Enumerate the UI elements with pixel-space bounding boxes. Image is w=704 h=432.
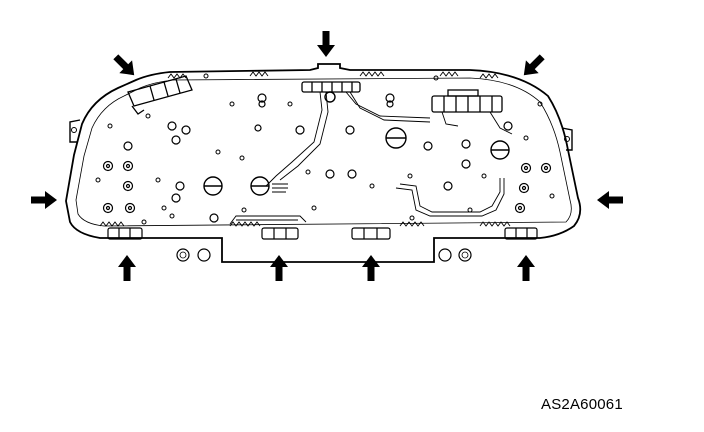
top-right-connector [431,89,503,113]
clip-arrow-right [597,191,623,209]
top-center-connector [301,81,361,93]
bottom-left-mount-boss [176,248,211,262]
top-serration [167,71,499,79]
clip-arrow-bottom-3 [362,255,380,281]
screw-dots [95,73,555,225]
bottom-clip-blocks [107,227,538,240]
clip-arrow-top-right [517,50,549,82]
clip-arrow-bottom-1 [118,255,136,281]
cluster-inner-bezel [75,77,572,227]
figure-code: AS2A60061 [541,396,623,413]
bottom-serration [99,221,511,227]
clip-arrow-top-left [109,50,141,82]
clip-arrow-top-center [317,31,335,57]
clip-arrow-bottom-2 [270,255,288,281]
circuit-traces [229,91,513,225]
clip-arrow-bottom-4 [517,255,535,281]
clip-arrow-left [31,191,57,209]
top-left-connector [127,75,193,115]
right-mount-tab [561,127,573,151]
cluster-housing-outline [65,63,582,263]
left-mount-tab [69,119,81,143]
gauge-sockets [203,91,510,196]
bulb-sockets [102,93,552,223]
bottom-right-mount-boss [438,248,472,262]
